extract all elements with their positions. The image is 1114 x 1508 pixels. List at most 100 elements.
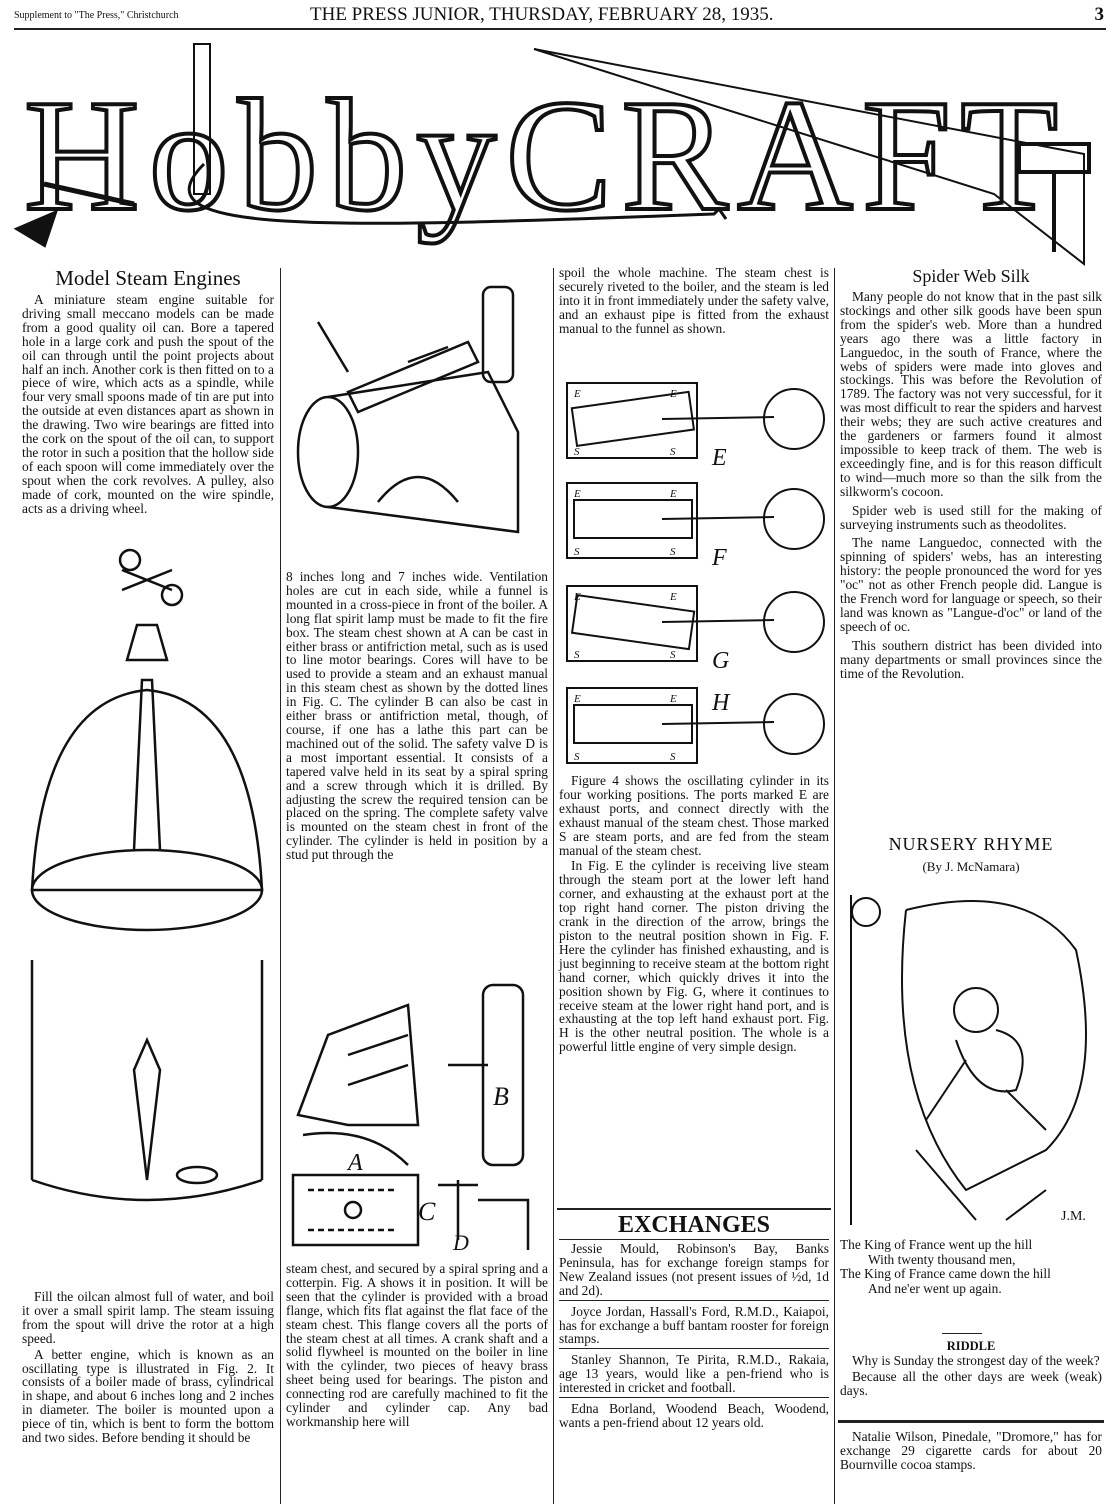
cylinder: [570, 390, 696, 448]
king-of-france-cartoon: J.M.: [850, 895, 1087, 1225]
mallet-icon: [1017, 142, 1091, 252]
saw-icon: [533, 48, 1085, 267]
port-label-e: E: [669, 488, 677, 500]
supplement-note: Supplement to "The Press," Christchurch: [14, 10, 179, 21]
rhyme-line: With twenty thousand men,: [868, 1251, 1016, 1267]
hobbycraft-banner: HobbyCRAFT: [13, 43, 1091, 267]
riddle: RIDDLE Why is Sunday the strongest day o…: [840, 1339, 1102, 1398]
article-heading: Model Steam Engines: [55, 266, 241, 290]
riddle-answer: Because all the other days are week (wea…: [840, 1368, 1102, 1398]
figure-label: E: [711, 445, 727, 471]
oilcan-rotor-illustration: [30, 548, 264, 1202]
port-label-s: S: [670, 446, 676, 458]
nursery-rhyme-heading: NURSERY RHYME: [888, 834, 1054, 854]
flywheel: [763, 388, 825, 450]
figure-frame: [566, 687, 698, 764]
port-label-e: E: [573, 488, 581, 500]
article-paragraph: spoil the whole machine. The steam chest…: [559, 265, 829, 336]
port-label-s: S: [574, 751, 580, 763]
connecting-rod: [661, 721, 775, 725]
column-rule: [280, 268, 281, 1504]
article-paragraph: 8 inches long and 7 inches wide. Ventila…: [286, 569, 548, 863]
article-paragraph: A better engine, which is known as an os…: [22, 1346, 274, 1446]
port-label-e: E: [573, 693, 581, 705]
riddle-heading: RIDDLE: [946, 1339, 996, 1353]
masthead-rule: [14, 28, 1106, 30]
section-rule: [838, 1420, 1104, 1423]
article-heading: Spider Web Silk: [912, 266, 1030, 286]
column-rule: [834, 268, 835, 1504]
cartoon-signature: J.M.: [1061, 1209, 1086, 1224]
port-label-e: E: [669, 591, 677, 603]
article-continuation: steam chest, and secured by a spiral spr…: [286, 1262, 548, 1429]
article-paragraph: The name Languedoc, connected with the s…: [840, 535, 1102, 634]
port-label-s: S: [670, 649, 676, 661]
article-paragraph: This southern district has been divided …: [840, 637, 1102, 681]
port-label-s: S: [670, 751, 676, 763]
figure-frame: [566, 585, 698, 662]
page-number: 3: [1094, 4, 1105, 25]
riddle-question: Why is Sunday the strongest day of the w…: [852, 1352, 1100, 1368]
article-paragraph: A miniature steam engine suitable for dr…: [22, 292, 274, 516]
connecting-rod: [661, 619, 775, 623]
flywheel: [763, 591, 825, 653]
port-label-s: S: [574, 446, 580, 458]
port-label-s: S: [574, 649, 580, 661]
ruler-icon: [193, 43, 211, 195]
exchanges-heading: EXCHANGES: [559, 1212, 829, 1240]
port-label-e: E: [573, 591, 581, 603]
rhyme-line: The King of France went up the hill: [840, 1237, 1033, 1252]
figure-label: G: [712, 648, 729, 674]
exchange-item: Edna Borland, Woodend Beach, Woodend, wa…: [559, 1401, 829, 1430]
exchanges-list: Jessie Mould, Robinson's Bay, Banks Peni…: [559, 1240, 829, 1432]
nursery-rhyme-byline: (By J. McNamara): [922, 859, 1020, 874]
rhyme-verse: The King of France went up the hill With…: [840, 1237, 1102, 1296]
part-label-c: C: [418, 1197, 436, 1226]
port-label-e: E: [669, 388, 677, 400]
article-spider-web-silk: Spider Web Silk Many people do not know …: [840, 266, 1102, 680]
exchanges-section: EXCHANGES Jessie Mould, Robinson's Bay, …: [559, 1212, 829, 1432]
part-label-b: B: [493, 1082, 509, 1111]
tape-measure: [187, 162, 728, 225]
connecting-rod: [661, 416, 775, 420]
article-continuation: spoil the whole machine. The steam chest…: [559, 266, 829, 336]
cylinder: [570, 593, 696, 651]
article-paragraph: Spider web is used still for the making …: [840, 502, 1102, 532]
exchange-item: Joyce Jordan, Hassall's Ford, R.M.D., Ka…: [559, 1303, 829, 1350]
article-paragraph: In Fig. E the cylinder is receiving live…: [559, 858, 829, 1055]
rhyme-line: The King of France came down the hill: [840, 1266, 1051, 1281]
article-paragraph: Fill the oilcan almost full of water, an…: [22, 1289, 274, 1346]
figure-label: F: [711, 545, 727, 571]
part-label-a: A: [346, 1150, 363, 1176]
newspaper-title: THE PRESS JUNIOR, THURSDAY, FEBRUARY 28,…: [310, 4, 774, 25]
boiler-engine-illustration: [296, 285, 520, 534]
article-paragraph: Figure 4 shows the oscillating cylinder …: [559, 773, 829, 858]
flywheel: [763, 693, 825, 755]
rhyme-line: And ne'er went up again.: [868, 1280, 1002, 1296]
column-rule: [553, 268, 554, 1504]
article-continuation: Figure 4 shows the oscillating cylinder …: [559, 774, 829, 1054]
nursery-rhyme: NURSERY RHYME (By J. McNamara): [840, 834, 1102, 875]
figure-frame: [566, 382, 698, 459]
port-label-e: E: [573, 388, 581, 400]
masthead: Supplement to "The Press," Christchurch …: [14, 4, 1104, 26]
article-paragraph: Many people do not know that in the past…: [840, 289, 1102, 499]
divider: [942, 1333, 982, 1334]
flywheel: [763, 488, 825, 550]
exchange-item: Natalie Wilson, Pinedale, "Dromore," has…: [840, 1430, 1102, 1472]
part-label-d: D: [452, 1230, 469, 1255]
port-label-s: S: [670, 546, 676, 558]
exchange-item-text: Natalie Wilson, Pinedale, "Dromore," has…: [840, 1429, 1102, 1472]
port-label-s: S: [574, 546, 580, 558]
article-paragraph: steam chest, and secured by a spiral spr…: [286, 1261, 548, 1429]
article-continuation: 8 inches long and 7 inches wide. Ventila…: [286, 570, 548, 862]
connecting-rod: [661, 516, 775, 520]
section-rule: [557, 1208, 831, 1210]
exchange-item: Stanley Shannon, Te Pirita, R.M.D., Raka…: [559, 1351, 829, 1399]
port-label-e: E: [669, 693, 677, 705]
hammer-icon: [13, 181, 135, 248]
article-continuation: Fill the oilcan almost full of water, an…: [22, 1290, 274, 1445]
article-model-steam-engines: Model Steam Engines A miniature steam en…: [22, 266, 274, 516]
hobbycraft-logo: HobbyCRAFT: [24, 66, 1064, 244]
